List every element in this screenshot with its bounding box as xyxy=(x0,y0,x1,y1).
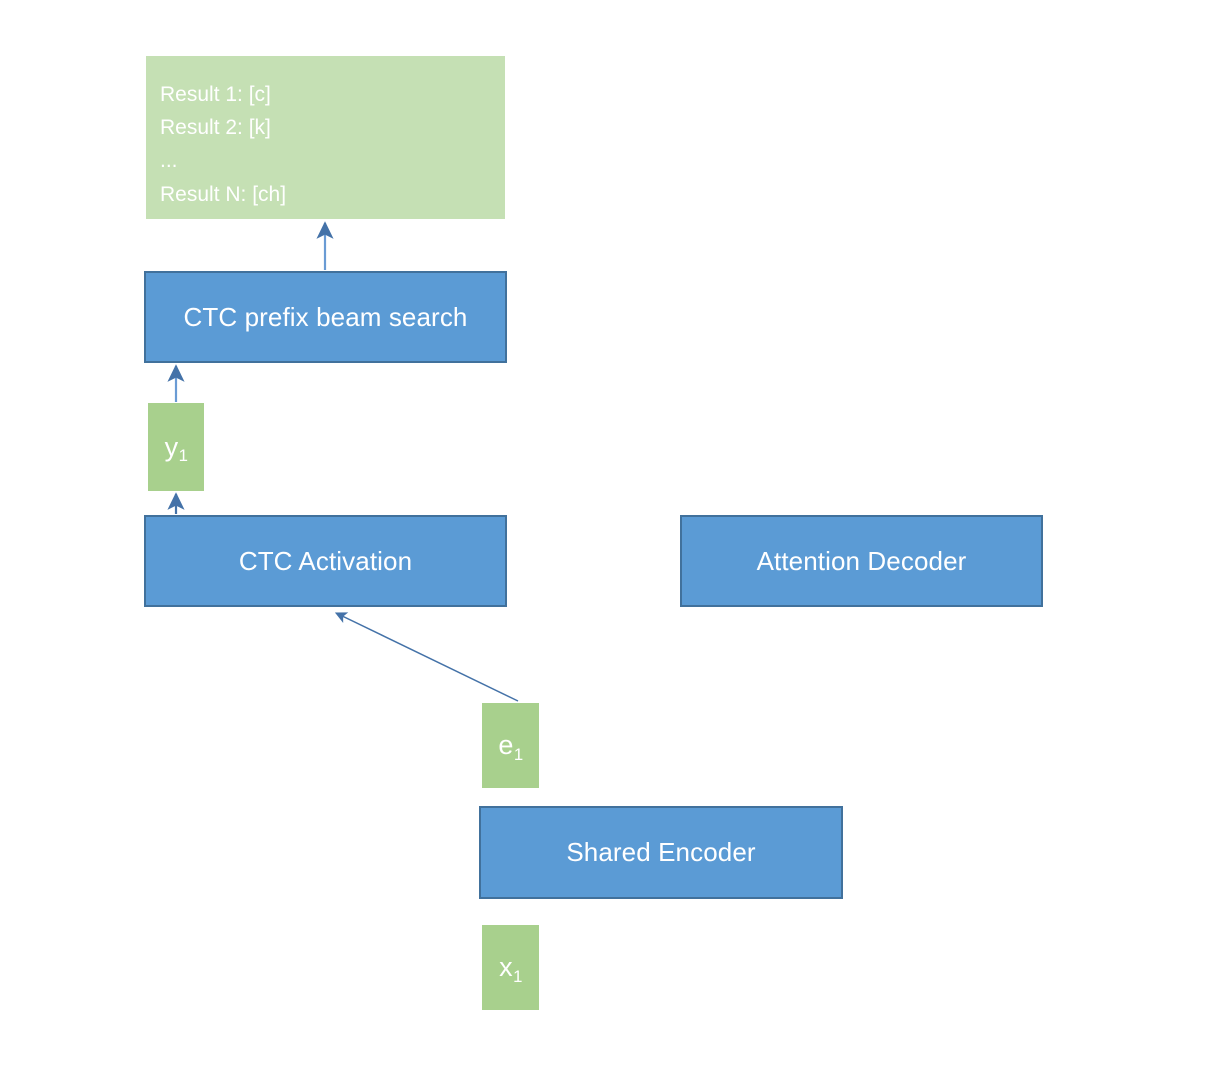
ctc-activation-box[interactable]: CTC Activation xyxy=(144,515,507,607)
ctc-activation-label: CTC Activation xyxy=(238,545,413,576)
y1-box: y1 xyxy=(148,403,204,491)
arrow-e1-to-ctc-activation xyxy=(334,612,519,702)
results-line-1: Result 1: [c] xyxy=(160,83,271,106)
e1-label: e1 xyxy=(498,730,524,764)
results-line-n: Result N: [ch] xyxy=(160,182,287,206)
ctc-prefix-beam-search-box[interactable]: CTC prefix beam search xyxy=(144,271,507,363)
x1-box: x1 xyxy=(482,925,539,1010)
ctc-prefix-beam-search-label: CTC prefix beam search xyxy=(183,301,468,332)
x1-label: x1 xyxy=(499,952,523,986)
results-line-ellipsis: ... xyxy=(160,149,178,173)
shared-encoder-label: Shared Encoder xyxy=(566,837,756,867)
e1-box: e1 xyxy=(482,703,539,788)
attention-decoder-label: Attention Decoder xyxy=(756,545,967,576)
results-line-2: Result 2: [k] xyxy=(160,116,271,140)
shared-encoder-box[interactable]: Shared Encoder xyxy=(479,806,843,899)
attention-decoder-box[interactable]: Attention Decoder xyxy=(680,515,1043,607)
y1-label: y1 xyxy=(164,431,188,466)
results-box: Result 1: [c] Result 2: [k] ... Result N… xyxy=(146,56,505,219)
